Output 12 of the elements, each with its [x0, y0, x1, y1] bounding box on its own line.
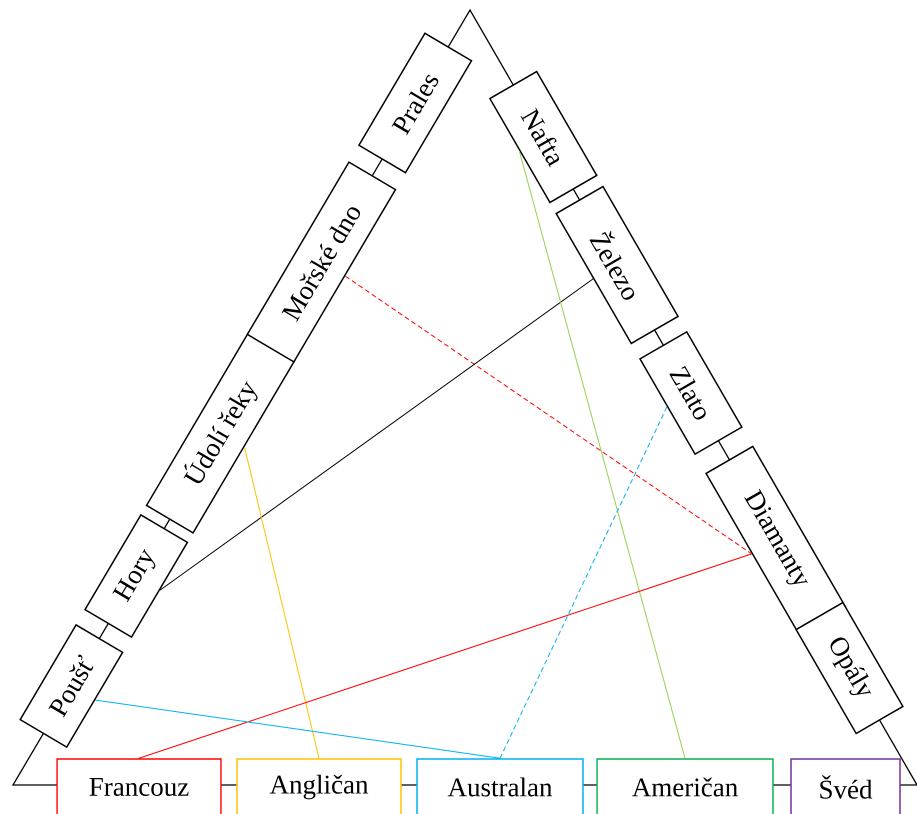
connector-line [244, 446, 320, 759]
category-box: Francouz [56, 758, 222, 814]
category-box: Američan [596, 758, 774, 814]
connector-line [344, 276, 752, 554]
category-box: Australan [416, 758, 584, 814]
connector-line [518, 150, 686, 759]
connector-line [138, 553, 752, 759]
connector-line [94, 700, 500, 759]
connector-line [500, 406, 668, 759]
category-box: Angličan [236, 758, 402, 814]
connector-line [160, 278, 594, 591]
category-box: Švéd [790, 758, 901, 814]
